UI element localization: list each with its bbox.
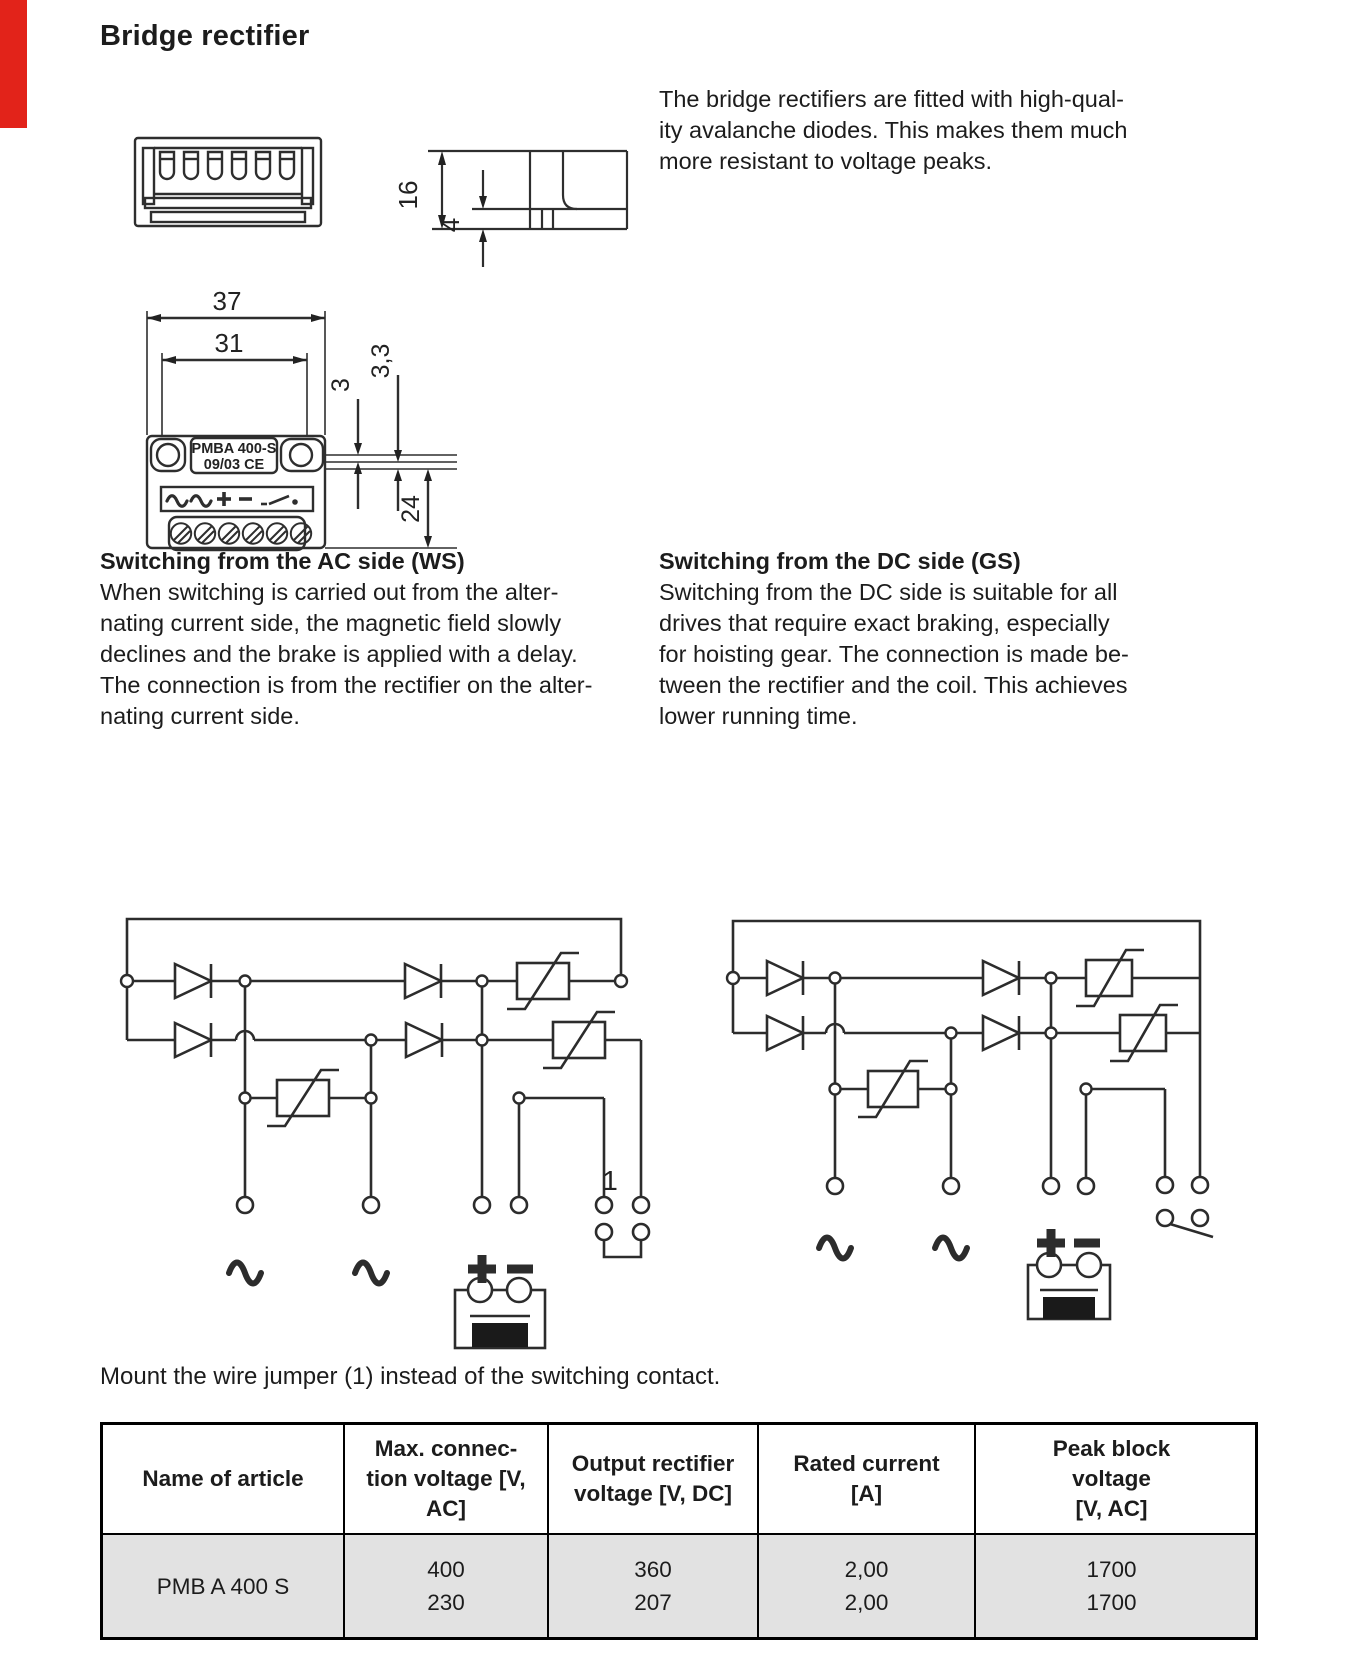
side-clip: [300, 146, 315, 206]
mounting-tab: [149, 437, 187, 473]
brake-coil-icon: [1026, 1251, 1112, 1321]
ac-symbol: [226, 1259, 390, 1287]
cell-max-connection-voltage: 400 230: [343, 1535, 547, 1637]
junction-dots: [119, 973, 629, 1105]
top-loop-wire: [125, 917, 623, 1040]
text-line: tween the rectifier and the coil. This a…: [659, 672, 1128, 698]
text-line: more resistant to voltage peaks.: [659, 148, 993, 174]
text-line: lower running time.: [659, 703, 858, 729]
side-view-drawing: 16 4: [393, 149, 629, 267]
dim-37-label: 37: [213, 286, 242, 316]
col-header-peak-block-voltage: Peak block voltage [V, AC]: [974, 1425, 1247, 1533]
terminals: [235, 1195, 651, 1242]
col-header-output-rectifier-voltage: Output rectifier voltage [V, DC]: [547, 1425, 757, 1533]
screw-terminal-row: [167, 515, 307, 552]
switch-contact-symbol: [261, 494, 298, 506]
cell-output-rectifier-voltage: 360 207: [547, 1535, 757, 1637]
top-view-drawing: 37 31 3 3,3 24 PMBA 400-S 09/03 CE: [145, 286, 457, 552]
ac-symbol: [165, 494, 213, 508]
col-header-rated-current: Rated current [A]: [757, 1425, 974, 1533]
text-line: declines and the brake is applied with a…: [100, 641, 578, 667]
col-header-name: Name of article: [142, 1466, 304, 1491]
dim-16-label: 16: [393, 181, 423, 210]
text-line: ity avalanche diodes. This makes them mu…: [659, 117, 1128, 143]
screw-terminals: [169, 522, 313, 545]
page-title: Bridge rectifier: [100, 20, 310, 52]
varistor-icon: [267, 951, 615, 1128]
ac-heading: Switching from the AC side (WS): [100, 548, 465, 574]
dc-heading: Switching from the DC side (GS): [659, 548, 1021, 574]
dimension-arrows: [147, 314, 432, 548]
cell-peak-block-voltage: 1700 1700: [974, 1535, 1247, 1637]
col-header-max-connection-voltage: Max. connec- tion voltage [V, AC]: [343, 1425, 547, 1533]
ac-symbol: [816, 1234, 970, 1262]
dim-3-3-label: 3,3: [367, 344, 395, 379]
side-clip: [141, 146, 156, 206]
dc-section: Switching from the DC side (GS) Switchin…: [659, 546, 1219, 732]
table-row: PMB A 400 S 400 230 360 207 2,00 2,00 17…: [103, 1533, 1255, 1637]
spec-table: Name of article Max. connec- tion voltag…: [100, 1422, 1258, 1640]
junction-dots: [725, 970, 1093, 1096]
text-line: When switching is carried out from the a…: [100, 579, 559, 605]
terminals: [825, 1175, 1210, 1228]
text-line: drives that require exact braking, espec…: [659, 610, 1110, 636]
symbol-strip: [159, 485, 315, 513]
text-line: The connection is from the rectifier on …: [100, 672, 593, 698]
jumper-note: Mount the wire jumper (1) instead of the…: [100, 1363, 721, 1390]
mounting-hole: [288, 442, 314, 468]
text-line: nating current side, the magnetic field …: [100, 610, 562, 636]
plus-symbol: [468, 1255, 496, 1283]
brake-coil-icon: [453, 1276, 547, 1350]
plus-minus-symbol: [217, 492, 252, 506]
red-margin-marker: [0, 0, 27, 128]
text-line: The bridge rectifiers are fitted with hi…: [659, 86, 1124, 112]
front-view-drawing: [133, 136, 323, 228]
table-header-row: Name of article Max. connec- tion voltag…: [103, 1425, 1255, 1533]
mounting-hole: [155, 442, 181, 468]
jumper-number-label: 1: [602, 1165, 618, 1196]
dimension-arrows: [438, 151, 487, 242]
dim-4-label: 4: [435, 218, 465, 232]
type-label-line2: 09/03 CE: [204, 457, 265, 473]
intro-paragraph: The bridge rectifiers are fitted with hi…: [659, 84, 1219, 177]
diode-icon: [765, 958, 1023, 1053]
cell-article-name: PMB A 400 S: [156, 1573, 290, 1599]
dim-31-label: 31: [215, 328, 244, 358]
mounting-tab: [279, 437, 325, 473]
text-line: for hoisting gear. The connection is mad…: [659, 641, 1129, 667]
dc-circuit-diagram: [725, 919, 1214, 1321]
cell-rated-current: 2,00 2,00: [757, 1535, 974, 1637]
diode-icon: [173, 961, 446, 1060]
ac-section: Switching from the AC side (WS) When swi…: [100, 546, 660, 732]
switch-contact-icon: [1169, 1222, 1214, 1239]
device-body: [145, 434, 327, 550]
type-label-box: [189, 436, 279, 475]
ac-circuit-diagram: 1: [119, 917, 651, 1350]
plus-symbol: [1037, 1229, 1065, 1257]
type-label-line1: PMBA 400-S: [192, 441, 277, 457]
text-line: nating current side.: [100, 703, 300, 729]
terminal-slots: [158, 150, 296, 181]
dim-24-label: 24: [397, 495, 425, 523]
dim-3-label: 3: [327, 378, 355, 392]
text-line: Switching from the DC side is suitable f…: [659, 579, 1118, 605]
wire-jumper: [602, 1240, 643, 1259]
